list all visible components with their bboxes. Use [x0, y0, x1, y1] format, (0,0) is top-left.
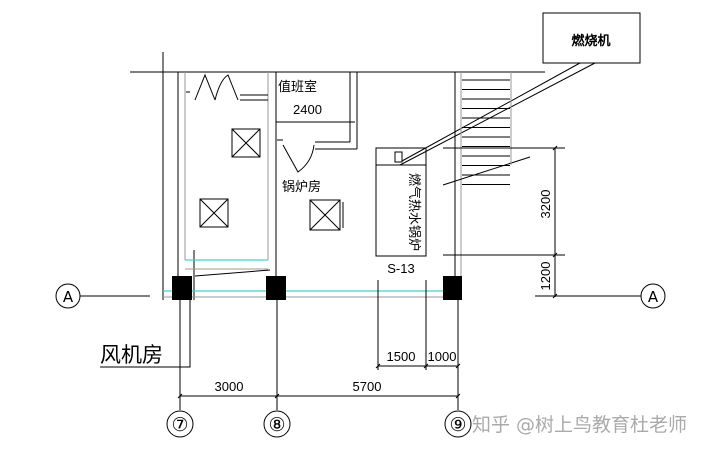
horizontal-dimensions: 1500 1000 3000 5700 [177, 145, 558, 399]
fan-units [199, 128, 344, 231]
boiler: 燃气热水锅炉 S-13 [375, 147, 427, 370]
column-axes: ⑦ ⑧ ⑨ [166, 410, 472, 438]
burner-callout: 燃烧机 [399, 12, 641, 166]
fan-icon [231, 128, 261, 158]
boiler-code: S-13 [387, 261, 414, 276]
dim-1200: 1200 [538, 262, 553, 291]
dim-5700: 5700 [353, 379, 382, 394]
axis-a-left: A [63, 288, 74, 306]
fan-room-label: 风机房 [100, 343, 163, 367]
vertical-dimensions: 3200 1200 [443, 147, 565, 297]
duty-room-width: 2400 [293, 102, 322, 117]
columns [172, 276, 462, 300]
watermark: 知乎 @树上鸟教育杜老师 [472, 414, 687, 436]
column-8 [266, 276, 286, 300]
dim-3000: 3000 [215, 379, 244, 394]
duty-room-label: 值班室 [278, 79, 317, 95]
boiler-label: 燃气热水锅炉 [406, 173, 422, 251]
dim-1500: 1500 [387, 349, 416, 364]
boiler-room-label: 锅炉房 [282, 179, 321, 195]
axis-7: ⑦ [171, 414, 188, 436]
column-9 [443, 276, 462, 300]
column-7 [172, 276, 192, 300]
axis-a-right: A [648, 288, 659, 306]
axis-9: ⑨ [449, 414, 466, 436]
fan-icon [199, 198, 229, 228]
burner-label: 燃烧机 [571, 33, 610, 49]
dim-1000: 1000 [428, 349, 457, 364]
axis-8: ⑧ [268, 414, 285, 436]
dim-3200: 3200 [538, 190, 553, 219]
walls [130, 52, 545, 410]
stairs [462, 72, 512, 185]
fan-icon [309, 199, 344, 231]
